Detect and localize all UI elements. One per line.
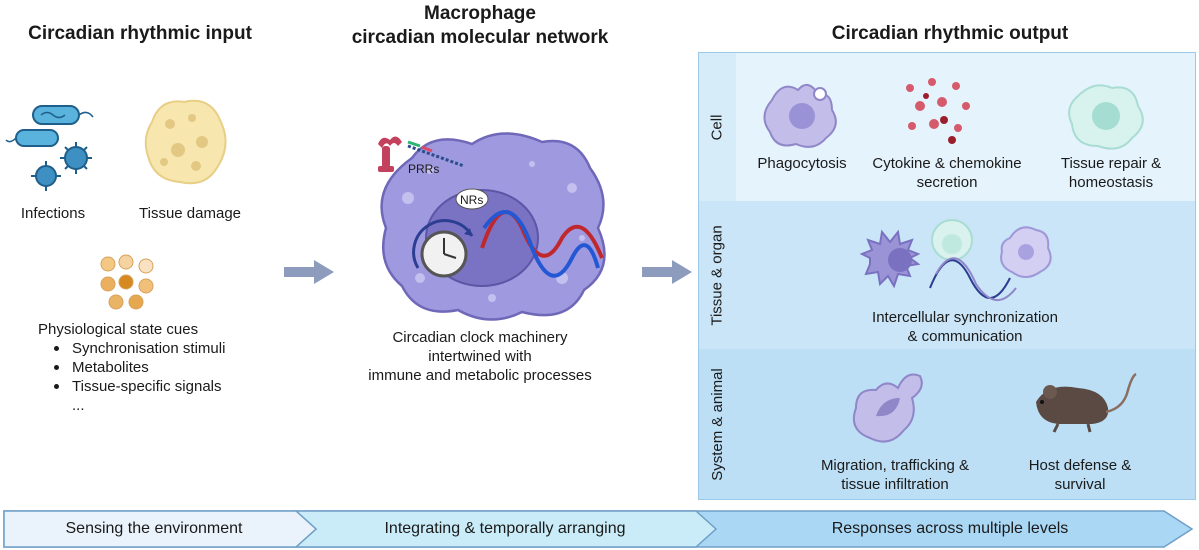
cue-item: Metabolites <box>54 358 278 377</box>
host-defense-label: Host defense & survival <box>1028 457 1132 493</box>
network-caption: Circadian clock machinery intertwined wi… <box>340 328 620 385</box>
network-caption-line3: immune and metabolic processes <box>368 367 592 384</box>
cue-item: Tissue-specific signals <box>54 377 278 396</box>
tissue-repair-label: Tissue repair & homeostasis <box>1060 155 1162 191</box>
cytokine-icon <box>906 78 970 144</box>
process-bar <box>3 510 1194 548</box>
output-title: Circadian rhythmic output <box>831 23 1069 44</box>
cues-list: Synchronisation stimuli Metabolites Tiss… <box>38 339 278 415</box>
mouse-icon <box>1036 372 1137 433</box>
stage-integrating: Integrating & temporally arranging <box>384 520 626 537</box>
pathogens-icon <box>5 105 94 191</box>
cell-row-label: Cell <box>708 114 726 140</box>
stage-sensing: Sensing the environment <box>65 520 243 537</box>
network-caption-line2: intertwined with <box>428 348 532 365</box>
cue-item: Synchronisation stimuli <box>54 339 278 358</box>
tissue-damage-icon <box>144 99 227 185</box>
cytokine-label: Cytokine & chemokine secretion <box>872 155 1022 191</box>
network-title: Macrophage circadian molecular network <box>330 2 630 50</box>
infections-label: Infections <box>20 205 86 222</box>
prrs-label: PRRs <box>408 162 440 176</box>
migration-label: Migration, trafficking & tissue infiltra… <box>820 457 970 493</box>
system-row-label: System & animal <box>708 367 726 481</box>
arrow-icon <box>284 260 334 284</box>
network-title-line2: circadian molecular network <box>351 27 609 48</box>
physiological-cues: Physiological state cues Synchronisation… <box>38 320 278 415</box>
cue-ellipsis: ... <box>72 397 85 414</box>
phagocytosis-label: Phagocytosis <box>757 155 847 172</box>
metabolites-icon <box>100 254 154 310</box>
arrow-icon <box>642 260 692 284</box>
system-row <box>699 349 1195 499</box>
intercellular-icon <box>859 219 1052 301</box>
phagocyte-icon <box>763 83 837 148</box>
cues-title: Physiological state cues <box>38 321 199 338</box>
migrating-cell-icon <box>852 373 923 443</box>
intercellular-label: Intercellular synchronization & communic… <box>872 309 1058 345</box>
tissue-damage-label: Tissue damage <box>139 205 241 222</box>
network-caption-line1: Circadian clock machinery <box>392 329 568 346</box>
tissue-row-label: Tissue & organ <box>708 224 726 326</box>
macrophage-icon <box>378 132 606 321</box>
stage-responses: Responses across multiple levels <box>831 520 1069 537</box>
input-title: Circadian rhythmic input <box>28 23 252 44</box>
network-title-line1: Macrophage <box>424 3 536 24</box>
repair-cell-icon <box>1068 84 1144 150</box>
nrs-label: NRs <box>460 193 484 207</box>
